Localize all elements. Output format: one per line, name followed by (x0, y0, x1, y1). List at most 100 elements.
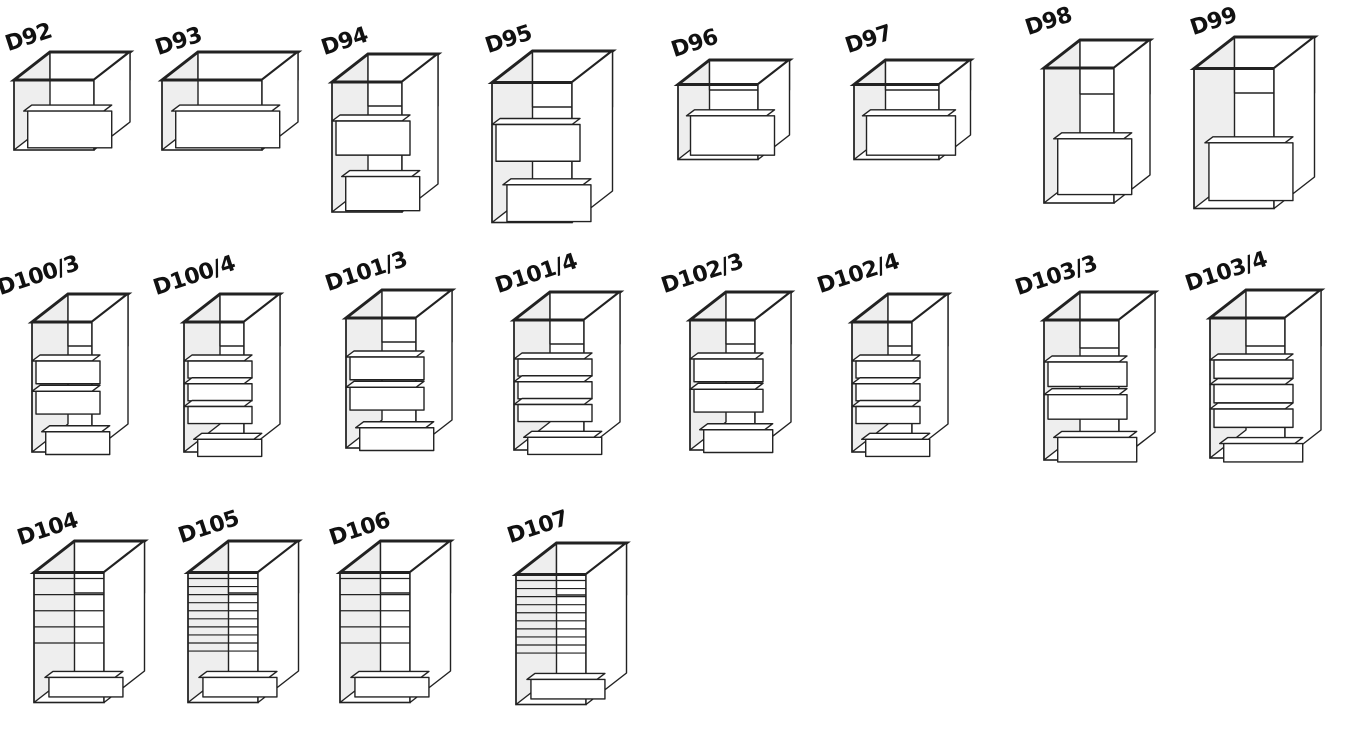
cabinet-drawing (673, 58, 794, 160)
drawer-top-edge (861, 108, 957, 117)
drawer-front (187, 383, 253, 402)
drawer-top-edge (183, 377, 253, 385)
cabinet-drawing (487, 49, 617, 223)
cabinet-drawing (509, 290, 625, 456)
cabinet-drawing (1039, 290, 1160, 463)
drawer-front (1047, 361, 1128, 388)
cabinet-right-panel (257, 539, 300, 703)
drawer-front (349, 356, 425, 381)
cabinet-drawing (847, 292, 953, 458)
drawer-top-edge (1043, 355, 1128, 363)
drawer-top-edge (1204, 135, 1294, 144)
cabinet-right-panel (103, 539, 146, 703)
drawer-top-edge (31, 384, 101, 393)
drawer-top-edge (350, 670, 430, 678)
cabinet-drawing (685, 290, 796, 454)
cabinet-drawing (1205, 288, 1326, 463)
cabinet-drawing (29, 539, 149, 703)
drawer-top-edge (513, 352, 593, 360)
drawer-top-edge (1209, 377, 1294, 386)
drawer-front (1213, 359, 1294, 380)
drawer-top-edge (523, 430, 603, 439)
drawer-top-edge (41, 425, 111, 433)
drawer-top-edge (171, 104, 281, 112)
drawer-front (855, 405, 921, 425)
drawer-top-edge (851, 354, 921, 362)
drawer-top-edge (345, 350, 425, 358)
drawer-top-edge (513, 375, 593, 383)
drawer-front (197, 438, 263, 458)
drawer-top-edge (1053, 132, 1133, 140)
drawer-top-edge (1209, 402, 1294, 410)
cabinet-drawing (1189, 35, 1319, 209)
drawer-top-edge (1219, 436, 1304, 445)
drawer-front (1047, 393, 1128, 420)
drawer-front (354, 676, 430, 698)
drawer-front (35, 360, 101, 385)
drawer-front (517, 381, 593, 400)
drawer-top-edge (491, 117, 581, 125)
drawer-top-edge (1053, 430, 1138, 439)
cabinet-drawing (341, 288, 457, 452)
drawer-top-edge (183, 354, 253, 362)
drawer-front (45, 431, 111, 456)
drawer-front (187, 360, 253, 379)
drawer-front (335, 120, 411, 156)
drawer-top-edge (31, 354, 101, 362)
cabinet-drawing (157, 50, 303, 151)
drawer-front (1213, 408, 1294, 429)
drawer-front (1057, 436, 1138, 463)
drawer-top-edge (44, 670, 124, 678)
cabinet-drawing (849, 58, 975, 160)
drawer-top-edge (685, 108, 776, 117)
drawer-top-edge (355, 421, 435, 429)
drawer-front (865, 438, 931, 458)
drawer-front (703, 429, 774, 454)
cabinet-drawing (335, 539, 455, 703)
drawer-front (495, 123, 581, 162)
drawer-top-edge (689, 382, 764, 391)
drawer-top-edge (861, 432, 931, 441)
drawer-top-edge (23, 104, 113, 112)
drawer-front (1213, 383, 1294, 404)
drawer-front (175, 110, 281, 149)
drawer-front (35, 390, 101, 415)
drawer-top-edge (331, 114, 411, 122)
drawer-top-edge (699, 423, 774, 431)
drawer-front (527, 436, 603, 456)
cabinet-drawing (27, 292, 133, 456)
drawer-top-edge (341, 169, 421, 178)
drawer-top-edge (1209, 353, 1294, 361)
cabinet-code-label: D98 (1022, 2, 1076, 41)
drawer-front (517, 403, 593, 423)
drawer-top-edge (526, 672, 606, 680)
drawer-front (517, 358, 593, 377)
drawer-top-edge (513, 397, 593, 406)
drawer-front (187, 405, 253, 425)
drawer-top-edge (502, 177, 592, 186)
drawer-top-edge (851, 399, 921, 408)
cabinet-drawing (327, 52, 443, 213)
drawer-front (359, 427, 435, 452)
drawer-top-edge (183, 399, 253, 408)
drawer-top-edge (198, 670, 278, 678)
cabinet-right-panel (585, 541, 628, 705)
drawer-front (865, 114, 957, 156)
cabinet-code-label: D97 (842, 20, 896, 59)
drawer-top-edge (345, 380, 425, 389)
drawer-front (855, 383, 921, 402)
drawer-front (1208, 141, 1294, 201)
cabinet-right-panel (409, 539, 452, 703)
drawer-front (345, 175, 421, 212)
drawer-top-edge (1043, 387, 1128, 396)
cabinet-drawing (179, 292, 285, 458)
drawer-front (693, 358, 764, 383)
drawer-front (689, 114, 776, 156)
drawer-top-edge (851, 377, 921, 385)
drawer-front (855, 360, 921, 379)
cabinet-drawing (511, 541, 631, 705)
cabinet-drawing (183, 539, 303, 703)
drawer-front (349, 386, 425, 411)
drawer-front (48, 676, 124, 698)
drawer-front (530, 678, 606, 700)
